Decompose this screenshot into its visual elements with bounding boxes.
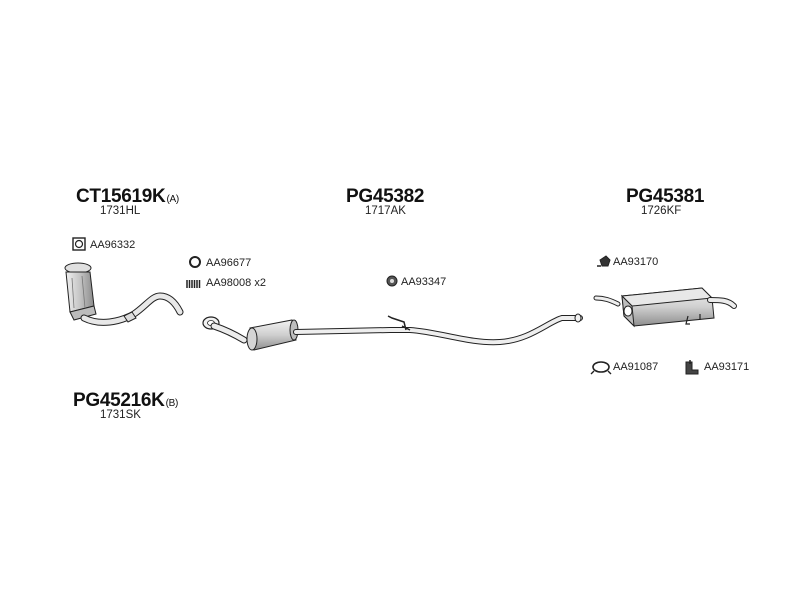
group-pg45216k-sub: 1731SK (100, 409, 141, 421)
front-pipe-silencer[interactable] (202, 313, 583, 351)
group-ct15619k-title[interactable]: CT15619K(A) (76, 187, 179, 206)
spring-icon (186, 280, 201, 288)
group-code: CT15619K (76, 186, 166, 207)
part-aa96332-label[interactable]: AA96332 (90, 239, 136, 251)
group-pg45216k-title[interactable]: PG45216K(B) (73, 391, 178, 410)
group-code: PG45382 (346, 186, 425, 207)
group-suffix: (B) (165, 398, 179, 409)
catalytic-converter[interactable] (64, 262, 184, 326)
group-pg45382-sub: 1717AK (365, 205, 406, 217)
part-aa98008-label[interactable]: AA98008 x2 (206, 277, 266, 289)
group-pg45381-sub: 1726KF (641, 205, 682, 217)
clamp-icon (590, 361, 612, 375)
group-code: PG45381 (626, 186, 705, 207)
group-code: PG45216K (73, 390, 165, 411)
group-pg45381-title[interactable]: PG45381 (626, 187, 704, 206)
part-aa93170-label[interactable]: AA93170 (613, 256, 659, 268)
gasket-icon (72, 237, 86, 251)
rubber-mount-icon (386, 275, 398, 287)
part-aa93347-label[interactable]: AA93347 (401, 276, 447, 288)
group-pg45382-title[interactable]: PG45382 (346, 187, 424, 206)
group-suffix: (A) (166, 194, 179, 205)
bracket-icon (685, 360, 699, 375)
part-aa93171-label[interactable]: AA93171 (704, 361, 750, 373)
group-ct15619k-sub: 1731HL (100, 205, 141, 217)
part-aa96677-label[interactable]: AA96677 (206, 257, 252, 269)
hanger-icon (597, 255, 611, 267)
rear-silencer[interactable] (593, 287, 737, 328)
ring-seal-icon (189, 256, 201, 268)
part-aa91087-label[interactable]: AA91087 (613, 361, 659, 373)
